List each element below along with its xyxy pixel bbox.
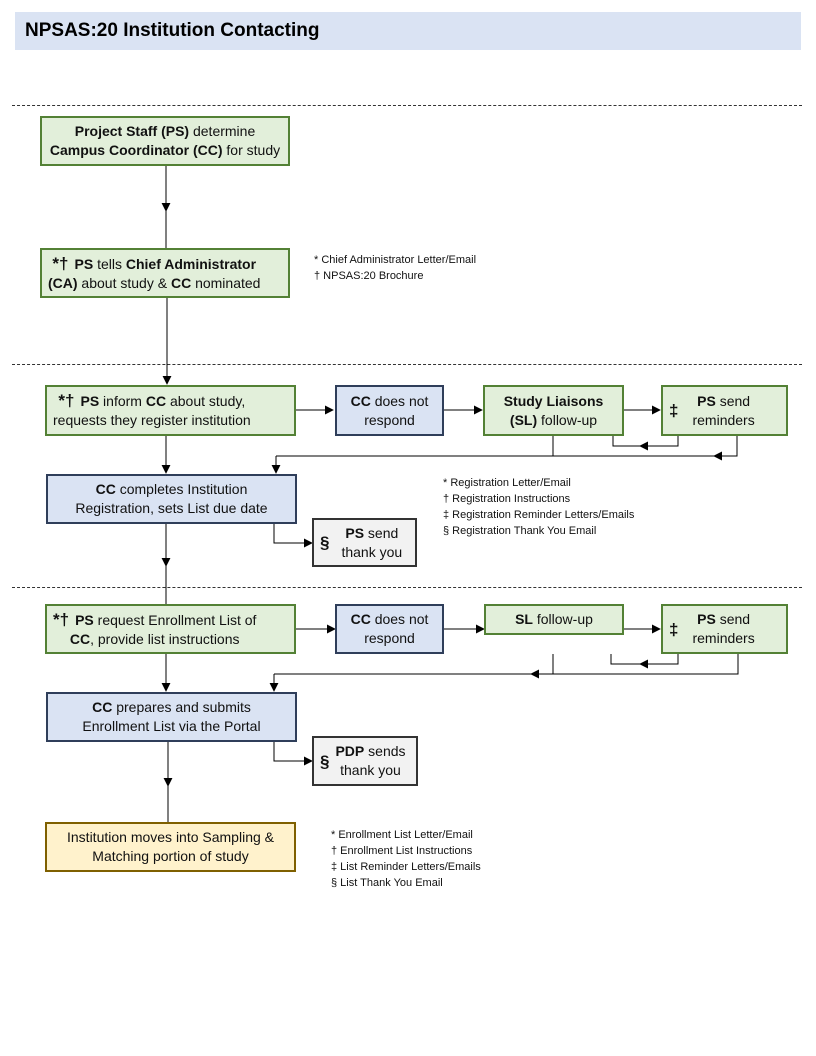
notes-enrollment: * Enrollment List Letter/Email † Enrollm…: [331, 829, 481, 889]
page-title: NPSAS:20 Institution Contacting: [25, 20, 320, 41]
notes-registration: * Registration Letter/Email † Registrati…: [443, 477, 635, 537]
title-bar: NPSAS:20 Institution Contacting: [15, 12, 801, 50]
line-b7-b8: [273, 523, 300, 544]
box-sl-followup-2: SL follow-up: [484, 604, 624, 635]
line-b12-return: [553, 654, 739, 675]
box-sampling-matching: Institution moves into Sampling &Matchin…: [45, 822, 296, 872]
box-sl-followup-1: Study Liaisons(SL) follow-up: [483, 385, 624, 436]
section-divider-1: [12, 105, 802, 106]
loop-b6-b5: [612, 436, 679, 447]
notes-ca: * Chief Administrator Letter/Email † NPS…: [314, 254, 477, 282]
section-divider-3: [12, 587, 802, 588]
box-request-enrollment-list: *†PS request Enrollment List of CC, prov…: [45, 604, 296, 654]
box-tell-ca: *†PS tells Chief Administrator (CA) abou…: [40, 248, 290, 298]
box-inform-cc: *†PS inform CC about study, requests the…: [45, 385, 296, 436]
loop-b12-b11: [610, 654, 679, 665]
section-divider-2: [12, 364, 802, 365]
line-b13-b14: [273, 741, 300, 762]
box-determine-cc: Project Staff (PS) determine Campus Coor…: [40, 116, 290, 166]
